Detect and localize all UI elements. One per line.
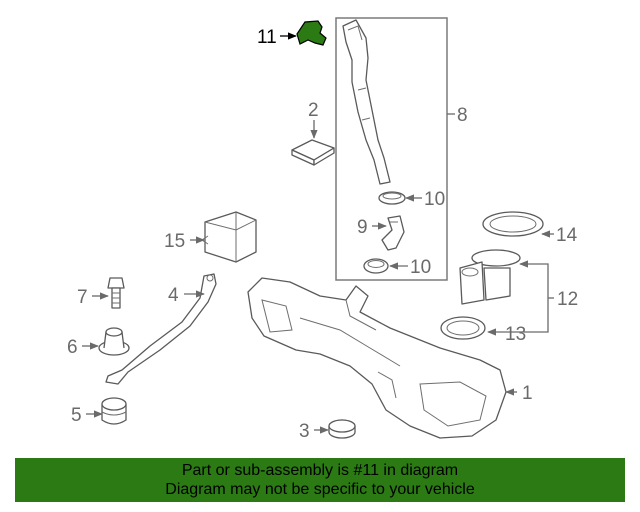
part-14-gasket	[482, 211, 544, 237]
part-6-grommet	[98, 327, 130, 356]
callout-11: 11	[257, 27, 277, 48]
info-banner: Part or sub-assembly is #11 in diagram D…	[15, 458, 625, 502]
filler-group-box	[335, 17, 448, 281]
callout-9: 9	[357, 217, 368, 238]
part-15-module	[201, 211, 257, 263]
part-8-filler-neck	[342, 19, 391, 185]
callout-3: 3	[299, 421, 310, 442]
callout-15: 15	[164, 231, 185, 252]
callout-5: 5	[71, 405, 82, 426]
callout-10-lower: 10	[410, 257, 431, 278]
callout-13: 13	[505, 324, 526, 345]
callout-2: 2	[308, 100, 319, 121]
part-12-pump	[459, 249, 521, 305]
part-2-pad	[291, 139, 335, 166]
callout-12: 12	[557, 289, 578, 310]
banner-line-1: Part or sub-assembly is #11 in diagram	[181, 462, 459, 479]
callout-4: 4	[168, 285, 179, 306]
part-9-hose	[381, 215, 405, 251]
callout-7: 7	[77, 287, 88, 308]
callout-1: 1	[522, 383, 533, 404]
banner-line-2: Diagram may not be specific to your vehi…	[165, 481, 475, 498]
callout-8: 8	[457, 105, 468, 126]
part-11-highlighted[interactable]	[296, 20, 327, 46]
callout-6: 6	[67, 337, 78, 358]
part-3-plug	[328, 419, 356, 439]
callout-14: 14	[556, 225, 578, 246]
part-13-ring	[440, 316, 486, 340]
part-7-bolt	[107, 277, 125, 309]
callout-10-upper: 10	[424, 189, 445, 210]
part-5-bushing	[101, 397, 127, 425]
part-4-strap	[105, 273, 217, 385]
part-10-clamp-lower	[363, 258, 389, 274]
part-10-clamp-upper	[378, 191, 406, 205]
